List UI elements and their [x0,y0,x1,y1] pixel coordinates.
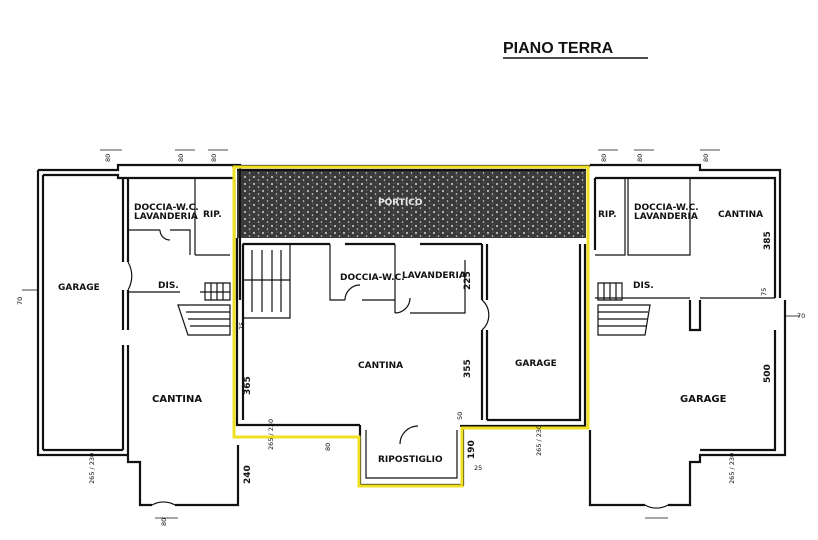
room-label-right-garage: GARAGE [680,394,727,405]
dim-80-f: 80 [702,154,710,162]
dim-70-left: 70 [16,297,24,305]
room-label-left-dis: DIS. [158,281,179,291]
dim-80-a: 80 [104,154,112,162]
room-label-right-cantina: CANTINA [718,210,763,220]
right-stairs [597,282,651,336]
room-label-mid-cantina: CANTINA [358,361,403,371]
room-label-mid-doccia: DOCCIA-W.C. [340,273,405,283]
dim-70-right: 70 [797,312,805,320]
room-label-ripostiglio: RIPOSTIGLIO [378,455,443,465]
room-label-right-rip: RIP. [598,210,617,220]
dimension-ticks [22,149,800,519]
dim-225: 225 [463,271,473,290]
room-label-mid-lavanderia: LAVANDERIA [402,271,466,281]
room-label-right-lavanderia: LAVANDERIA [634,212,698,222]
room-label-left-cantina: CANTINA [152,394,202,405]
highlighted-unit-outline [232,165,590,488]
room-label-left-lavanderia: LAVANDERIA [134,212,198,222]
portico-hatch [237,170,586,238]
dim-75-right: 75 [760,288,768,296]
dim-355: 355 [463,359,473,378]
dim-500: 500 [763,364,773,383]
room-label-mid-garage: GARAGE [515,359,557,369]
dim-190: 190 [467,440,477,459]
room-label-right-doccia: DOCCIA-W.C. [634,203,699,213]
room-label-left-garage: GARAGE [58,283,100,293]
room-label-left-doccia: DOCCIA-W.C. [134,203,199,213]
dim-75-left: 75 [238,322,246,330]
middle-stairs [242,243,291,319]
room-label-left-rip: RIP. [203,210,222,220]
dim-265-230-b: 265 / 230 [535,425,543,456]
dim-240: 240 [243,465,253,484]
dim-80-b: 80 [177,154,185,162]
room-label-right-dis: DIS. [633,281,654,291]
dim-365: 365 [243,376,253,395]
left-unit [36,163,242,507]
dim-25: 25 [474,464,482,472]
dim-385: 385 [763,231,773,250]
dim-265-230-c: 265 / 230 [728,453,736,484]
room-label-portico: PORTICO [378,198,423,208]
dim-80-g: 80 [324,443,332,451]
dim-80-h: 80 [160,518,168,526]
right-unit [588,163,787,509]
left-stairs [177,282,231,336]
dim-80-d: 80 [600,154,608,162]
dim-80-c: 80 [210,154,218,162]
dim-50: 50 [456,412,464,420]
page-title: PIANO TERRA [503,40,614,57]
dim-80-e: 80 [636,154,644,162]
dim-265-230-a: 265 / 230 [88,453,96,484]
dim-265-230-d: 265 / 230 [267,419,275,450]
